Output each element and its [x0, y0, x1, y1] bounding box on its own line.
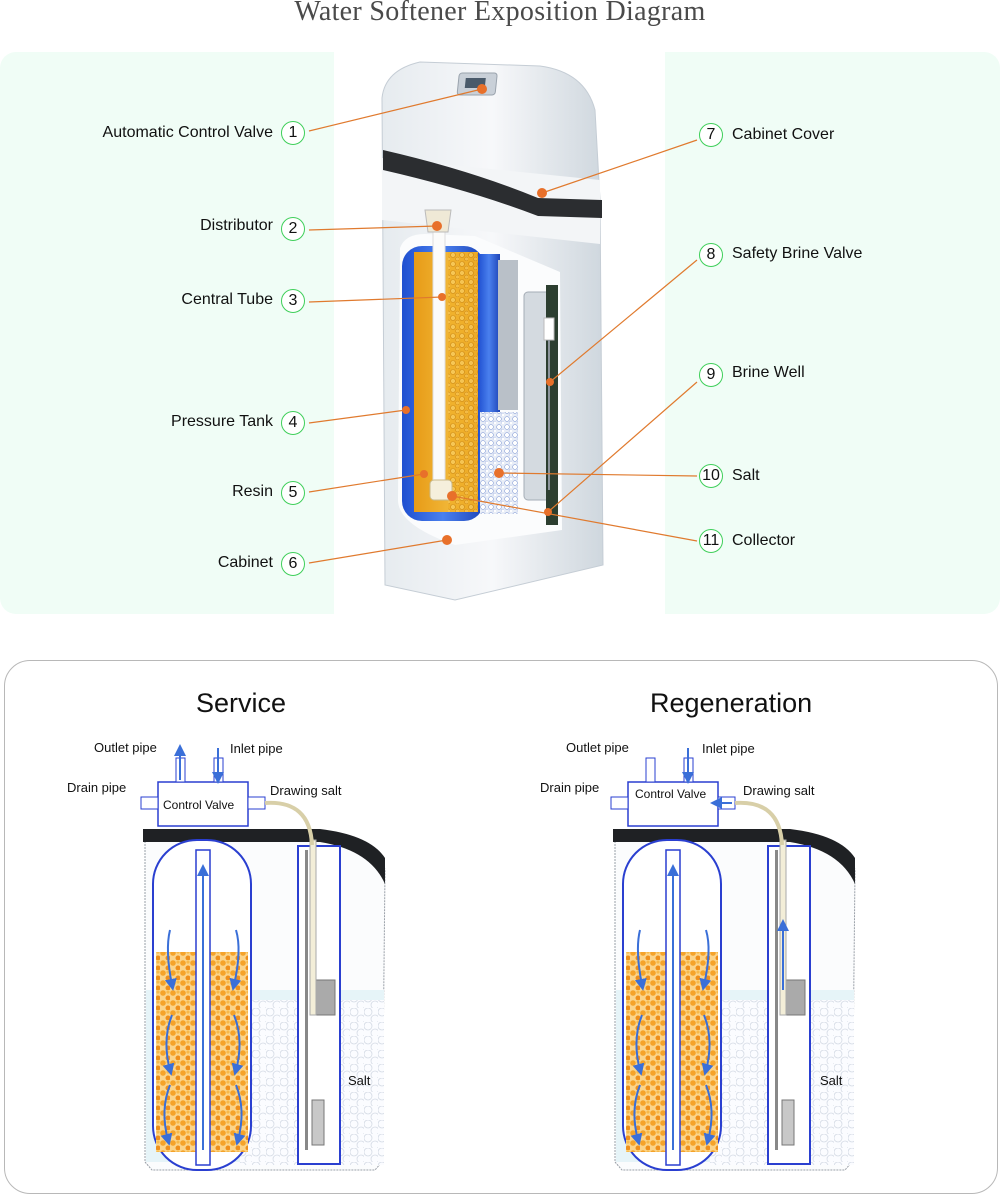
regeneration-schematic — [610, 748, 856, 1171]
regeneration-control-valve-label: Control Valve — [635, 787, 707, 801]
regeneration-salt-label: Salt — [820, 1073, 843, 1088]
callout-label-cabinet-cover: Cabinet Cover — [732, 126, 835, 143]
right-label-panel — [665, 52, 1000, 614]
callout-label-salt: Salt — [732, 467, 760, 484]
service-outlet-pipe-label: Outlet pipe — [94, 740, 157, 755]
callout-number-2: 2 — [281, 217, 305, 241]
callout-number-6: 6 — [281, 552, 305, 576]
callout-label-automatic-control-valve: Automatic Control Valve — [102, 124, 273, 141]
callout-dots — [402, 84, 554, 545]
callout-number-3: 3 — [281, 289, 305, 313]
service-control-valve-label: Control Valve — [163, 798, 235, 812]
softener-cutaway-illustration — [308, 61, 698, 601]
callout-number-7: 7 — [699, 123, 723, 147]
callout-label-collector: Collector — [732, 532, 796, 549]
callout-label-cabinet: Cabinet — [217, 554, 273, 571]
callout-number-11: 11 — [699, 529, 723, 553]
diagram-title: Water Softener Exposition Diagram — [294, 0, 706, 27]
regeneration-inlet-pipe-label: Inlet pipe — [702, 741, 755, 756]
operating-modes-panel — [4, 660, 998, 1194]
callout-label-resin: Resin — [232, 483, 273, 500]
callout-label-central-tube: Central Tube — [181, 291, 273, 308]
callout-number-8: 8 — [699, 243, 723, 267]
service-drain-pipe-label: Drain pipe — [67, 780, 127, 795]
callout-number-10: 10 — [699, 464, 723, 488]
regeneration-drawing-salt-label: Drawing salt — [743, 783, 815, 798]
callout-label-safety-brine-valve: Safety Brine Valve — [732, 245, 863, 262]
regeneration-drain-pipe-label: Drain pipe — [540, 780, 600, 795]
regeneration-title: Regeneration — [650, 688, 813, 718]
callout-number-1: 1 — [281, 121, 305, 145]
regeneration-outlet-pipe-label: Outlet pipe — [566, 740, 629, 755]
service-salt-label: Salt — [348, 1073, 371, 1088]
callout-leader-lines — [308, 88, 698, 564]
service-schematic — [140, 744, 386, 1171]
callout-number-5: 5 — [281, 481, 305, 505]
callout-label-distributor: Distributor — [200, 217, 273, 234]
service-title: Service — [196, 688, 287, 718]
callout-number-4: 4 — [281, 411, 305, 435]
service-inlet-pipe-label: Inlet pipe — [230, 741, 283, 756]
callout-label-brine-well: Brine Well — [732, 364, 805, 381]
cutaway-window — [398, 209, 562, 545]
callout-label-pressure-tank: Pressure Tank — [171, 413, 273, 430]
left-label-panel — [0, 52, 334, 614]
callout-number-9: 9 — [699, 363, 723, 387]
service-drawing-salt-label: Drawing salt — [270, 783, 342, 798]
